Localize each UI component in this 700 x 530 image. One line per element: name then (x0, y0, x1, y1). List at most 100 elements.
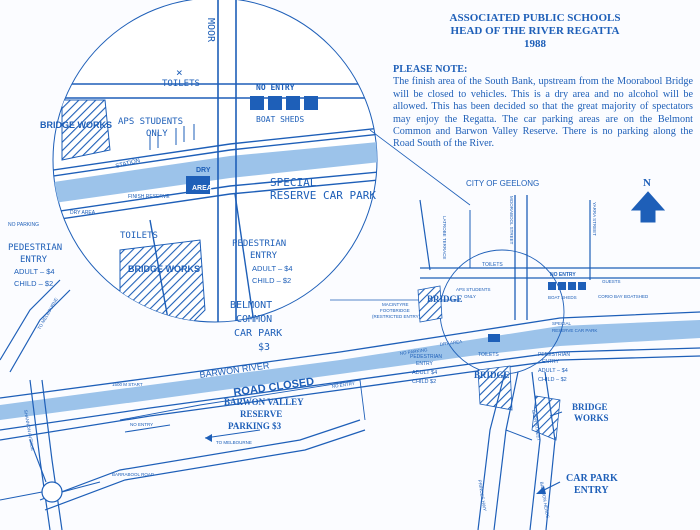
princes-label: PRINCES HWY (477, 479, 487, 511)
special-main-2: RESERVE CAR PARK (552, 328, 597, 333)
dry-area-block (488, 334, 500, 342)
car-park-entry-1: CAR PARK (566, 473, 618, 484)
inset-toilets-label: TOILETS (162, 79, 200, 89)
inset-ped-left-1: PEDESTRIAN (8, 243, 62, 253)
ped-main-left-2: ENTRY (416, 361, 434, 367)
inset-bridge-works-top (61, 99, 111, 161)
map-title: ASSOCIATED PUBLIC SCHOOLS HEAD OF THE RI… (420, 12, 650, 51)
inset-bridge-works-2-label: BRIDGE WORKS (128, 264, 200, 274)
bridge-works-main-2: WORKS (574, 413, 609, 423)
toilets-main-2-label: TOILETS (478, 352, 499, 358)
child-main-right: CHILD – $2 (538, 377, 567, 383)
inset-no-entry-label: NO ENTRY (256, 83, 295, 92)
macintyre-2: FOOTBRIDGE (380, 308, 410, 313)
north-label: N (643, 177, 651, 189)
inset-boat-sheds-label: BOAT SHEDS (256, 115, 304, 124)
inset-adult-right: ADULT – $4 (252, 264, 293, 273)
boat-shed (548, 282, 556, 290)
bridge-main-2-label: BRIDGE (474, 370, 510, 380)
macintyre-1: MACINTYRE (382, 302, 409, 307)
car-park-entry-2: ENTRY (574, 485, 609, 496)
barwon-valley-3: PARKING $3 (228, 421, 282, 431)
no-parking-main-label: NO PARKING (399, 347, 428, 356)
inset-adult-left: ADULT – $4 (14, 267, 55, 276)
macintyre-3: (RESTRICTED ENTRY) (372, 314, 421, 319)
inset-moor-label: MOOR (205, 18, 216, 43)
inset-child-right: CHILD – $2 (252, 276, 291, 285)
bridge-main-label: BRIDGE (427, 294, 463, 304)
bridge-works-main-upper (417, 285, 443, 323)
notice-heading: PLEASE NOTE: (393, 64, 468, 75)
inset-boat-shed (268, 96, 282, 110)
inset-reserve-label: RESERVE CAR PARK (270, 189, 376, 202)
inset-dry-area-label: DRY AREA (70, 210, 96, 216)
inset-belmont-2: COMMON (236, 314, 272, 325)
inset-belmont-1: BELMONT (230, 300, 272, 311)
inset-river (53, 140, 377, 205)
start-label: 1500 M START (112, 382, 143, 387)
inset-circle: MOOR TOILETS × NO ENTRY BOAT SHEDS BRIDG… (8, 0, 378, 353)
boat-shed (568, 282, 576, 290)
inset-boat-shed (250, 96, 264, 110)
inset-only-label: ONLY (146, 129, 168, 139)
inset-area-label: AREA (192, 185, 212, 192)
inset-no-parking-label: NO PARKING (8, 222, 39, 228)
inset-belmont-4: $3 (258, 342, 270, 353)
boat-shed (558, 282, 566, 290)
special-main-1: SPECIAL (552, 321, 572, 326)
inset-ped-left-2: ENTRY (20, 255, 48, 265)
inset-special-label: SPECIAL (270, 176, 317, 189)
inset-ped-right-2: ENTRY (250, 251, 278, 261)
inset-dry-label: DRY (196, 167, 211, 174)
no-entry-2-label: NO ENTRY (331, 381, 355, 389)
north-arrow (630, 191, 666, 223)
boat-shed (578, 282, 586, 290)
barwon-heads-label: BARWON HEADS (539, 481, 550, 518)
no-entry-3-label: NO ENTRY (130, 422, 153, 427)
inset-boat-shed (286, 96, 300, 110)
boat-sheds-main-label: BOAT SHEDS (548, 295, 577, 300)
yarra-label: YARRA STREET (592, 202, 597, 236)
inset-finish-label: FINISH RESERVE (128, 194, 170, 200)
notice-block: PLEASE NOTE: The finish area of the Sout… (393, 64, 693, 151)
inset-dry-area-block (186, 176, 210, 194)
carr-label: CARR STREET (531, 409, 541, 441)
corio-label: CORIO BAY BOATSHED (598, 294, 649, 299)
roundabout (41, 481, 63, 503)
title-line-1: ASSOCIATED PUBLIC SCHOOLS (449, 12, 621, 24)
bridge-works-main-1: BRIDGE (572, 402, 608, 412)
to-melbourne-1: TO MELBOURNE (216, 440, 252, 445)
barwon-valley-2: RESERVE (240, 409, 282, 419)
inset-toilet-x: × (176, 66, 183, 79)
adult-main-right: ADULT – $4 (538, 368, 568, 374)
barwon-river (0, 320, 700, 420)
inset-boat-shed (304, 96, 318, 110)
main-map (0, 191, 700, 530)
no-entry-main-label: NO ENTRY (550, 272, 576, 278)
inset-toilets-bottom-label: TOILETS (120, 231, 158, 241)
inset-aps-label: APS STUDENTS (118, 117, 183, 127)
moorabool-label: MOORABOOL STREET (509, 196, 514, 245)
inset-station-label: STATION (115, 158, 141, 170)
dry-area-main-label: DRY AREA (439, 339, 462, 347)
title-year: 1988 (524, 38, 546, 50)
barrabool-label: BARRABOOL ROAD (112, 472, 155, 477)
inset-belmont-3: CAR PARK (234, 328, 282, 339)
latrobe-label: LATROBE TERRACE (442, 216, 447, 259)
ped-main-left-1: PEDESTRIAN (410, 354, 442, 360)
adult-main-left: ADULT $4 (412, 370, 437, 376)
aps-only-label: ONLY (464, 294, 476, 299)
child-main-left: CHILD $2 (412, 379, 436, 385)
notice-body: The finish area of the South Bank, upstr… (393, 76, 693, 150)
to-melbourne-2: TO MELBOURNE (37, 297, 59, 331)
inset-bridge-works-label: BRIDGE WORKS (40, 120, 112, 130)
guests-label: GUESTS (602, 279, 621, 284)
city-label: CITY OF GEELONG (466, 179, 539, 188)
ped-main-right-1: PEDESTRIAN (538, 352, 570, 358)
inset-ped-right-1: PEDESTRIAN (232, 239, 286, 249)
title-line-2: HEAD OF THE RIVER REGATTA (450, 25, 620, 37)
inset-child-left: CHILD – $2 (14, 279, 53, 288)
toilets-main-label: TOILETS (482, 262, 503, 268)
